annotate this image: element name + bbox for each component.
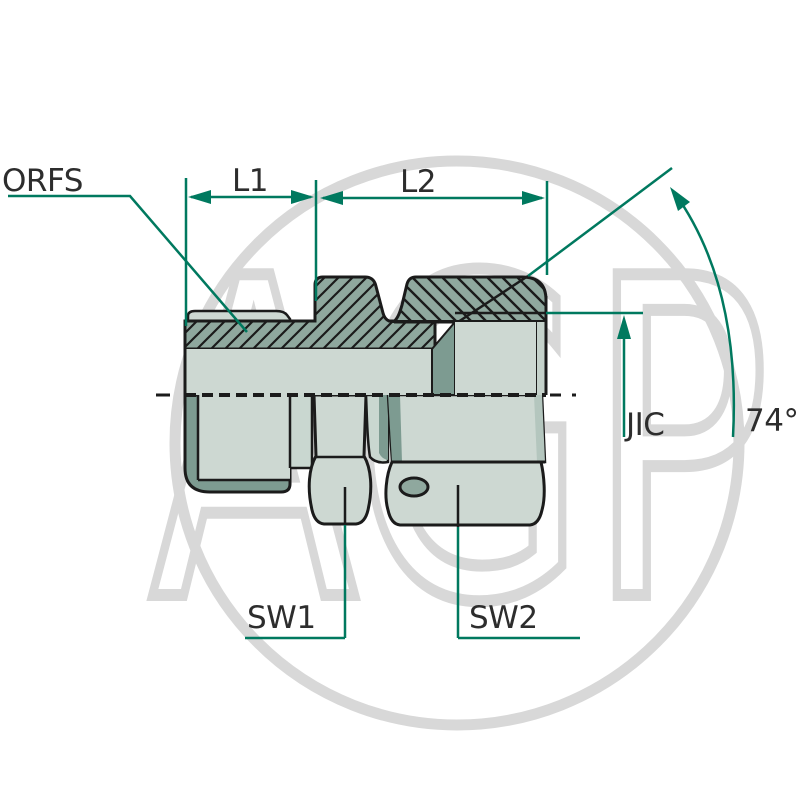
l1-arrow-left (188, 190, 211, 204)
arc-arrowhead (670, 187, 690, 211)
orfs-leader (8, 194, 248, 333)
l2-label: L2 (400, 164, 437, 200)
l1-arrow-right (291, 190, 314, 204)
fitting-body-bottom (183, 393, 547, 527)
l1-label: L1 (232, 163, 269, 199)
cone-angle-label: 74° (745, 403, 799, 439)
cone-angle-arc (672, 191, 736, 438)
l2-arrow-left (320, 191, 343, 205)
jic-label: JIC (626, 407, 665, 443)
cone-angle-line (527, 167, 673, 277)
sw2-label: SW2 (469, 600, 538, 636)
sw1-label: SW1 (247, 600, 316, 636)
dimension-arrowheads (188, 187, 690, 339)
l2-arrow-right (522, 191, 545, 205)
fitting-body-top (183, 274, 548, 396)
orfs-label: ORFS (2, 163, 83, 199)
jic-arrowhead (617, 315, 631, 339)
